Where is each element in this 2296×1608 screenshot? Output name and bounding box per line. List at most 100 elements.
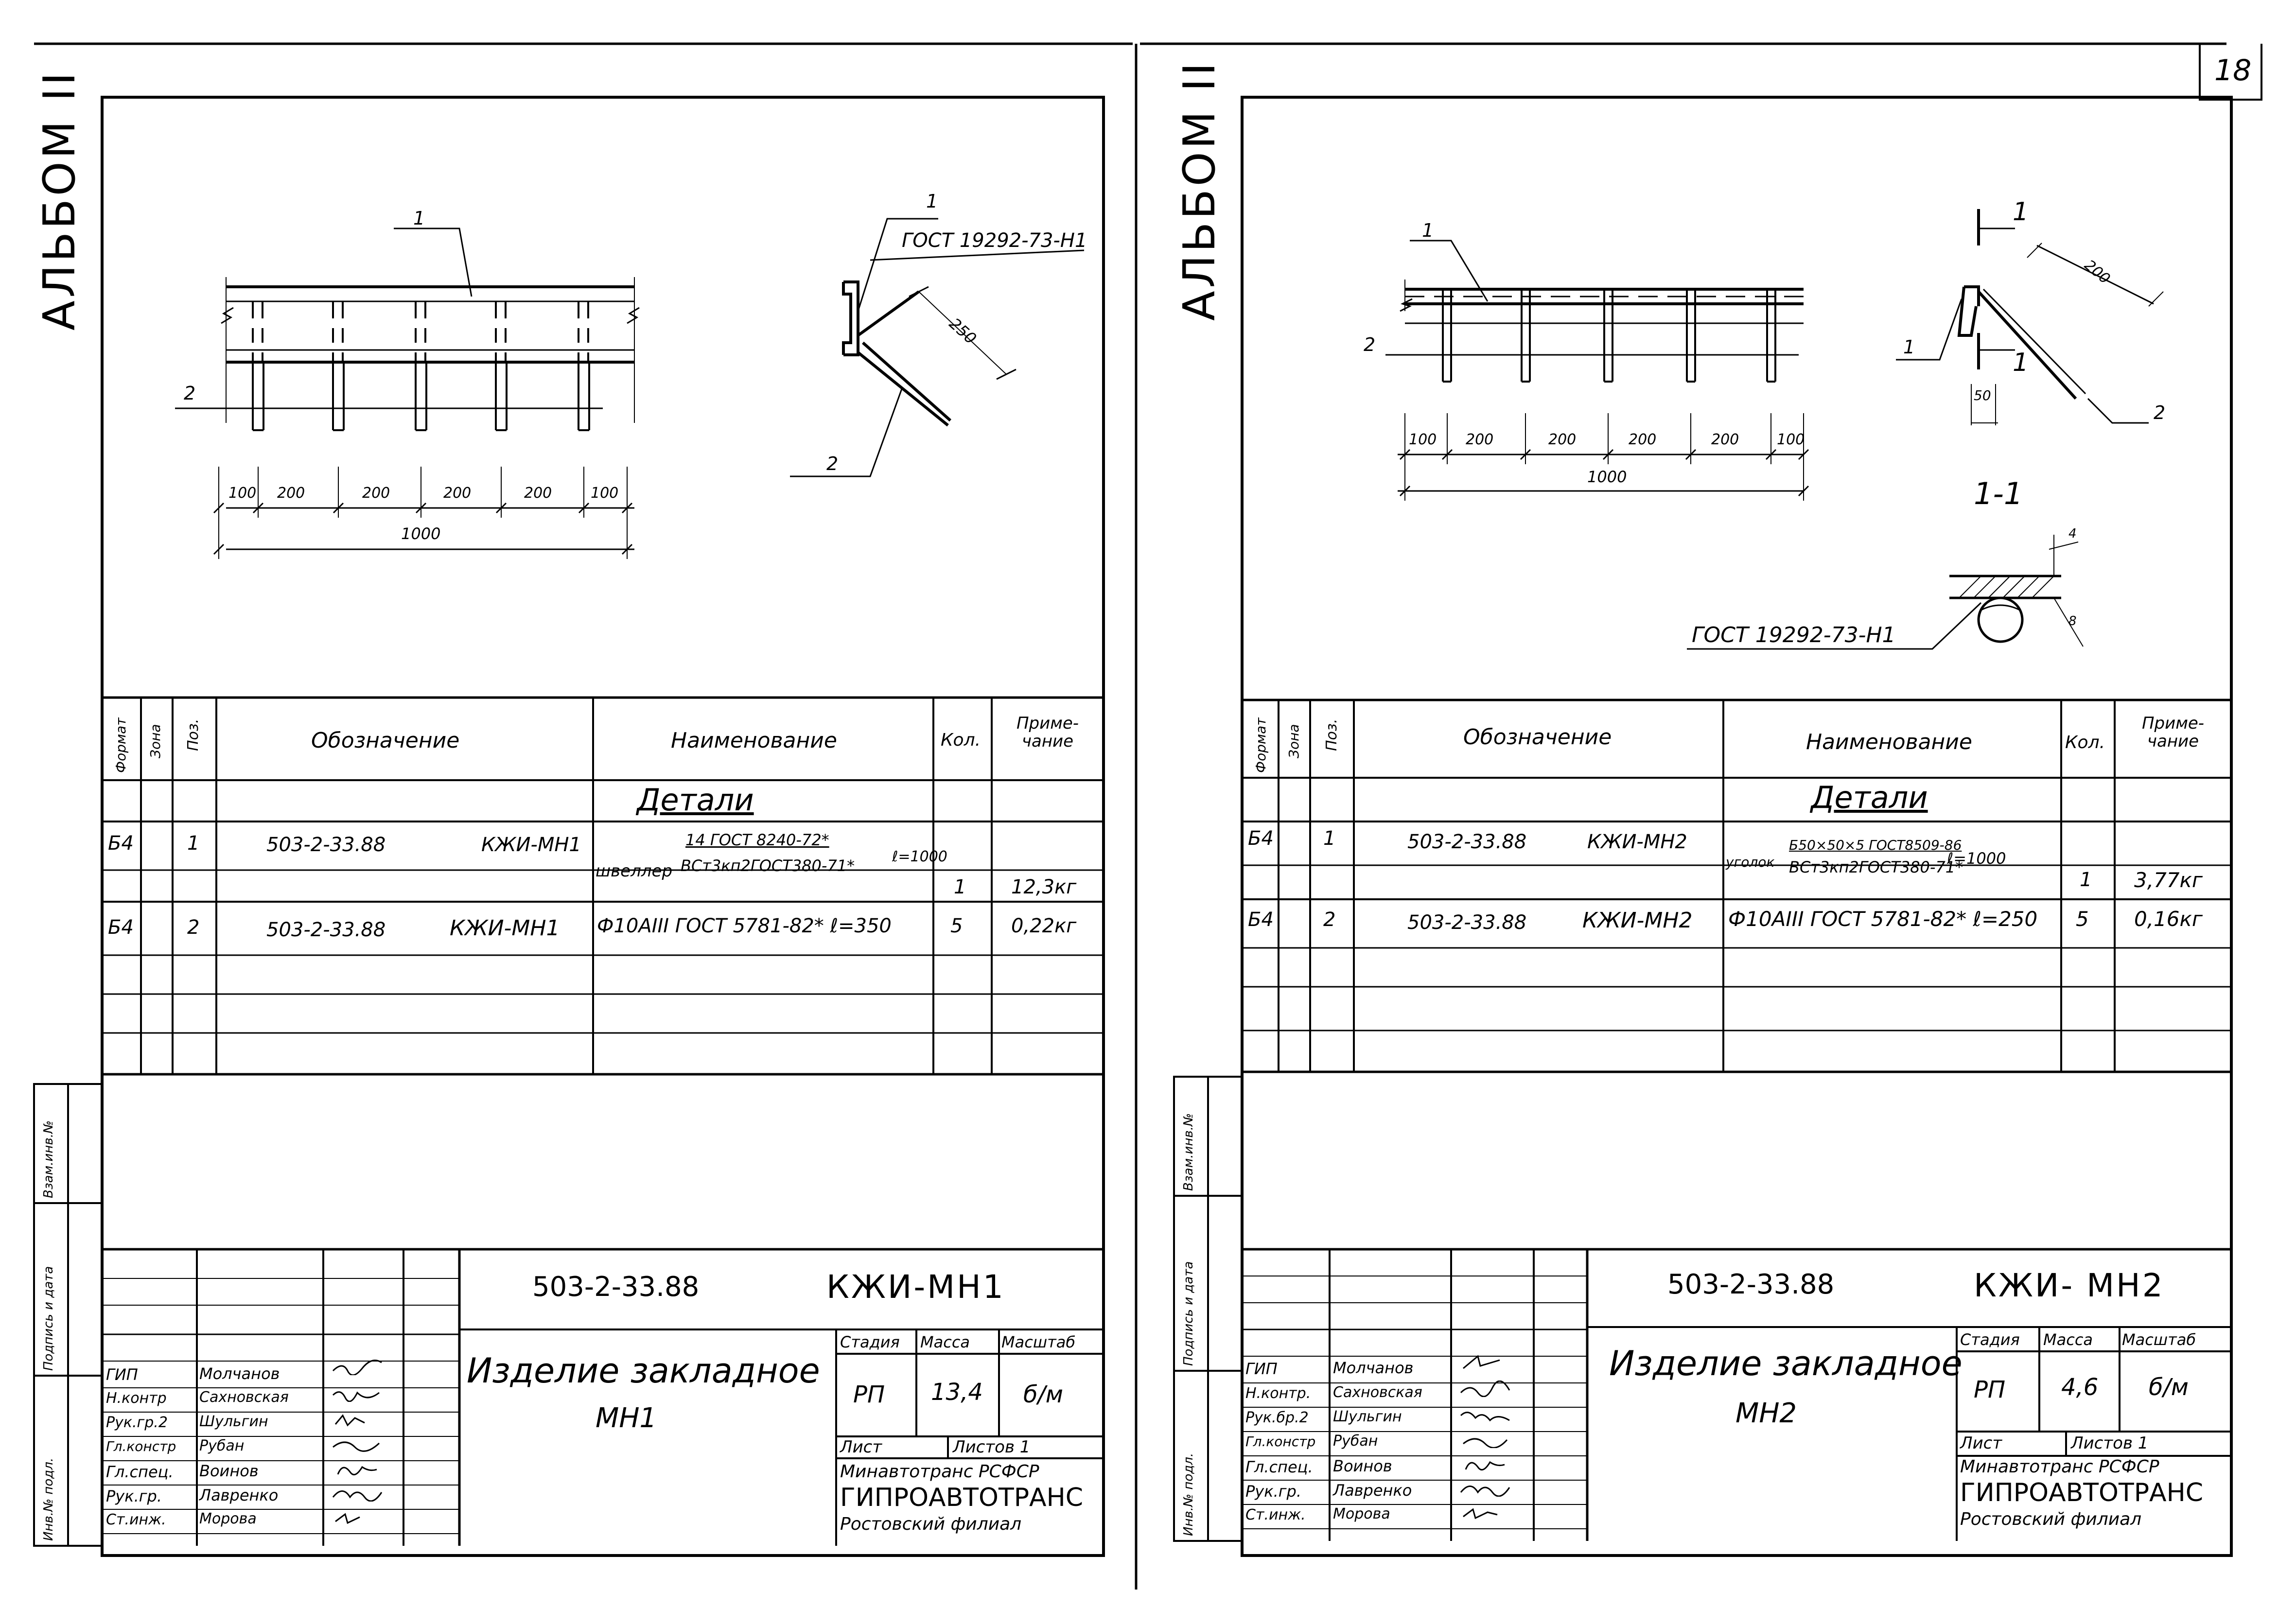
staff-role: Рук.гр. — [1245, 1482, 1302, 1501]
row2-name: Ф10АIII ГОСТ 5781-82* ℓ=250 — [1728, 907, 2038, 931]
title-item-mark: МН1 — [596, 1402, 657, 1434]
side-vzam: Взам.инв.№ — [41, 1120, 56, 1198]
row2-designation: 503-2-33.88 — [1407, 911, 1527, 934]
value-mass: 4,6 — [2061, 1374, 2099, 1401]
label-sheet: Лист — [1960, 1433, 2002, 1453]
staff-role: ГИП — [106, 1365, 138, 1384]
side-inv: Инв.№ подл. — [1181, 1452, 1196, 1536]
dim-3: 200 — [362, 485, 390, 502]
value-stage: РП — [853, 1381, 885, 1408]
signature — [337, 1466, 377, 1476]
offset-dim: 50 — [1974, 387, 1991, 403]
org-institute: ГИПРОАВТОТРАНС — [1960, 1478, 2204, 1507]
col-qty: Кол. — [2065, 733, 2105, 752]
row1-pos: 1 — [187, 832, 200, 855]
staff-name: Молчанов — [1333, 1359, 1414, 1377]
value-scale: б/м — [2149, 1374, 2189, 1401]
value-stage: РП — [1974, 1376, 2006, 1403]
org-branch: Ростовский филиал — [840, 1514, 1022, 1534]
staff-role: Н.контр — [106, 1390, 167, 1407]
label-scale: Масштаб — [2122, 1330, 2196, 1349]
label-mass: Масса — [2043, 1330, 2093, 1349]
staff-name: Рубан — [1333, 1433, 1378, 1450]
row2-designation: 503-2-33.88 — [266, 919, 386, 941]
title-doc-code: КЖИ-МН1 — [826, 1268, 1005, 1306]
label-scale: Масштаб — [1001, 1333, 1076, 1351]
row2-qty: 5 — [950, 915, 963, 937]
weld-standard: ГОСТ 19292-73-Н1 — [1692, 623, 1896, 647]
staff-name: Морова — [199, 1510, 257, 1527]
staff-role: Гл.констр — [1245, 1433, 1316, 1450]
staff-name: Рубан — [199, 1437, 245, 1454]
row2-qty: 5 — [2076, 907, 2089, 931]
dim-total: 1000 — [1587, 468, 1627, 486]
label-mass: Масса — [920, 1333, 970, 1351]
row1-qty: 1 — [2080, 869, 2092, 891]
staff-name: Лавренко — [1333, 1481, 1412, 1500]
staff-role: ГИП — [1245, 1360, 1278, 1378]
label-stage: Стадия — [840, 1333, 900, 1351]
side-podpis: Подпись и дата — [41, 1266, 56, 1371]
org-ministry: Минавтотранс РСФСР — [1960, 1457, 2159, 1477]
row1-name-prefix: швеллер — [596, 861, 673, 881]
value-scale: б/м — [1023, 1381, 1063, 1408]
weld-dim-b: 8 — [2068, 614, 2077, 629]
row2-code: КЖИ-МН2 — [1582, 908, 1693, 933]
signature — [1463, 1438, 1508, 1448]
row1-name-top: 14 ГОСТ 8240-72* — [685, 831, 829, 849]
title-doc-code: КЖИ- МН2 — [1974, 1267, 2165, 1304]
bar-length: 200 — [2081, 256, 2114, 288]
row1-note: 12,3кг — [1011, 876, 1077, 898]
title-item: Изделие закладное — [467, 1351, 820, 1391]
dim-3: 200 — [1548, 431, 1577, 448]
row1-qty: 1 — [954, 876, 966, 898]
org-ministry: Минавтотранс РСФСР — [840, 1462, 1039, 1482]
label-sheet: Лист — [840, 1437, 882, 1457]
row1-pos: 1 — [1323, 827, 1336, 850]
row2-name: Ф10АIII ГОСТ 5781-82* ℓ=350 — [597, 915, 892, 937]
row1-name-len: ℓ=1000 — [1947, 849, 2006, 868]
callout-pos-2: 2 — [1364, 334, 1376, 355]
col-format: Формат — [113, 717, 129, 773]
value-mass: 13,4 — [931, 1379, 983, 1406]
col-designation: Обозначение — [1463, 725, 1612, 750]
row2-pos: 2 — [187, 916, 200, 939]
row2-note: 0,22кг — [1011, 915, 1077, 937]
row2-note: 0,16кг — [2134, 907, 2203, 931]
row1-note: 3,77кг — [2134, 868, 2203, 892]
staff-role: Рук.бр.2 — [1245, 1409, 1309, 1426]
row1-format: Б4 — [108, 832, 134, 855]
section-details: Детали — [1811, 780, 1928, 815]
col-name: Наименование — [671, 728, 837, 753]
staff-role: Гл.констр — [106, 1438, 176, 1454]
weld-dim-a: 4 — [2068, 526, 2077, 541]
staff-name: Шульгин — [199, 1413, 268, 1430]
row2-code: КЖИ-МН1 — [450, 916, 560, 941]
callout-side-1: 1 — [1903, 336, 1915, 358]
row1-name-bottom: ВСт3кп2ГОСТ380-71* — [1789, 858, 1963, 876]
staff-role: Ст.инж. — [1245, 1506, 1306, 1523]
signature — [1463, 1355, 1500, 1369]
signature — [334, 1414, 365, 1427]
col-format: Формат — [1253, 717, 1269, 773]
page-number: 18 — [2214, 53, 2252, 87]
row2-pos: 2 — [1323, 909, 1336, 931]
row1-name-len: ℓ=1000 — [892, 848, 947, 865]
signature — [332, 1360, 382, 1375]
col-zone: Зона — [147, 724, 163, 758]
dim-4: 200 — [1629, 431, 1657, 448]
label-stage: Стадия — [1960, 1330, 2020, 1349]
dim-1: 100 — [228, 485, 257, 502]
title-item-mark: МН2 — [1735, 1398, 1797, 1429]
row1-code: КЖИ-МН2 — [1587, 831, 1687, 853]
staff-role: Рук.гр.2 — [106, 1414, 168, 1431]
title-doc-number: 503-2-33.88 — [532, 1271, 700, 1303]
col-pos: Поз. — [185, 718, 202, 751]
dim-2: 200 — [277, 485, 305, 502]
row2-format: Б4 — [1248, 909, 1274, 931]
dim-1: 100 — [1409, 431, 1437, 448]
col-note: Приме-чание — [1016, 714, 1079, 752]
staff-name: Морова — [1333, 1505, 1390, 1522]
label-sheets: Листов 1 — [953, 1437, 1031, 1457]
dim-4: 200 — [443, 485, 472, 502]
